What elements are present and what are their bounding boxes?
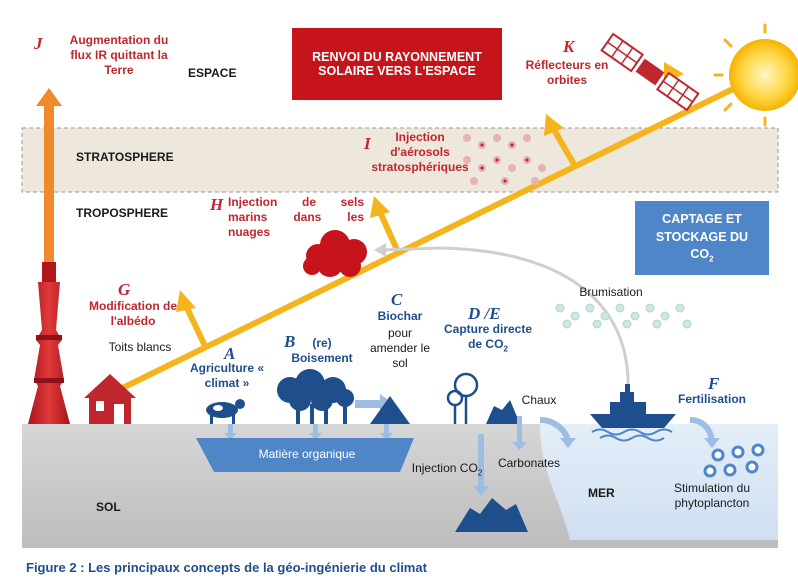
letter-j: J	[34, 34, 43, 53]
letter-b: B	[284, 332, 296, 351]
label-brumisation: Brumisation	[579, 285, 643, 299]
sunlight-ray	[100, 85, 737, 401]
captage-line1: CAPTAGE ET	[662, 212, 742, 227]
figure-caption: Figure 2 : Les principaux concepts de la…	[26, 560, 427, 575]
label-carbonates: Carbonates	[497, 456, 561, 470]
zone-espace: ESPACE	[188, 66, 237, 80]
letter-g: G	[118, 280, 131, 299]
stratosphere-band	[21, 127, 779, 193]
letter-c: C	[391, 290, 403, 309]
concept-c: Biochar	[377, 309, 423, 323]
sea-spray-arrow	[379, 246, 630, 389]
label-injection-co2: Injection CO2	[411, 461, 483, 478]
biochar-pile	[370, 396, 410, 424]
carbonates-arrow	[517, 416, 522, 444]
concept-g: Modification de l'albédo	[89, 299, 177, 328]
rock-icon	[486, 400, 520, 424]
concept-i: Injection d'aérosols stratosphériques	[371, 130, 469, 174]
letter-de: D /E	[468, 304, 501, 323]
concept-de: Capture directe de CO2	[443, 322, 533, 354]
captage-line3: CO2	[690, 247, 714, 264]
tree-icon	[277, 369, 354, 424]
renvoi-text: RENVOI DU RAYONNEMENT SOLAIRE VERS L'ESP…	[312, 50, 482, 78]
concept-a: Agriculture « climat »	[189, 361, 264, 390]
tower-icon	[28, 262, 70, 424]
arrowhead-g	[176, 290, 196, 312]
label-stimulation: Stimulation du phytoplancton	[673, 481, 751, 510]
concept-b: (re) Boisement	[291, 336, 353, 365]
capture-icon	[446, 372, 479, 424]
letter-h: H	[210, 195, 224, 214]
ship-icon	[590, 384, 676, 428]
house-icon	[84, 374, 136, 424]
reservoir-shape	[455, 498, 528, 532]
concept-k: Réflecteurs en orbites	[525, 58, 609, 87]
zone-mer: MER	[588, 486, 615, 500]
concept-c-sub: pour amender le sol	[369, 326, 431, 370]
captage-box: CAPTAGE ET STOCKAGE DU CO2	[635, 201, 769, 275]
matiere-organique-shape	[196, 438, 414, 472]
matter-arrows	[224, 424, 393, 440]
arrow-i	[550, 126, 578, 168]
arrow-g	[183, 304, 208, 348]
injection-arrow	[478, 434, 484, 488]
captage-line2: STOCKAGE DU	[655, 229, 749, 244]
letter-f: F	[708, 374, 720, 393]
chaux-arrow	[539, 417, 571, 442]
concept-g-sub: Toits blancs	[108, 340, 172, 354]
concept-j: Augmentation du flux IR quittant la Terr…	[69, 33, 169, 77]
letter-i: I	[364, 134, 371, 153]
fertilisation-arrow	[689, 417, 715, 441]
arrowhead-i	[544, 114, 564, 136]
ir-flux-arrowhead	[36, 88, 62, 106]
renvoi-box: RENVOI DU RAYONNEMENT SOLAIRE VERS L'ESP…	[292, 28, 502, 100]
arrow-h	[377, 210, 401, 254]
phytoplankton-icon	[703, 443, 765, 478]
wave-icon	[591, 428, 673, 442]
concept-h: Injection de sels marins dans les nuages	[228, 195, 364, 239]
sun-icon	[713, 23, 798, 127]
brumisation-particles	[555, 303, 692, 329]
concept-f: Fertilisation	[677, 392, 746, 406]
zone-sol: SOL	[96, 500, 121, 514]
matiere-organique-label: Matière organique	[258, 447, 356, 461]
cow-icon	[206, 399, 245, 424]
letter-k: K	[563, 37, 575, 56]
zone-troposphere: TROPOSPHERE	[76, 206, 169, 220]
label-chaux: Chaux	[521, 393, 557, 407]
cloud-icon	[303, 230, 367, 277]
arrowhead-h	[370, 196, 390, 218]
ir-flux-arrow	[44, 104, 54, 272]
satellite-icon	[600, 32, 700, 112]
letter-a: A	[224, 344, 236, 363]
zone-stratosphere: STRATOSPHERE	[76, 150, 174, 164]
